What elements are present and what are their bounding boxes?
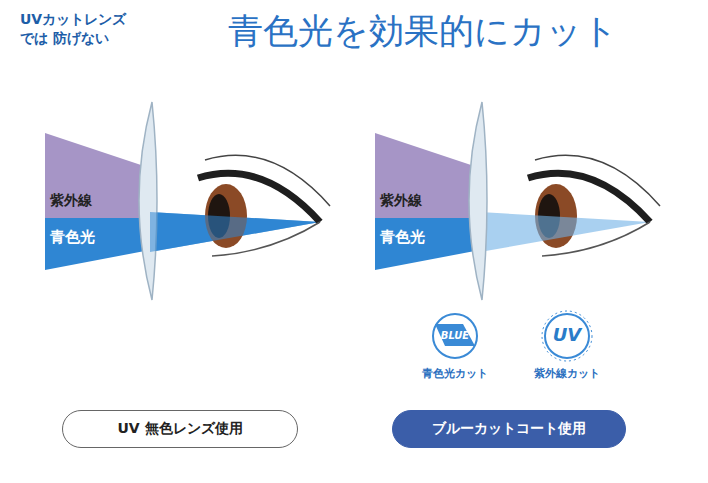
icon-caption: 青色光カット bbox=[405, 366, 505, 381]
button-text: UV 無色レンズ使用 bbox=[117, 420, 242, 438]
band-label: 青色光 bbox=[380, 228, 425, 247]
band-label: 紫外線 bbox=[380, 192, 422, 210]
note: UVカットレンズでは 防げない bbox=[20, 10, 130, 48]
band-label: 紫外線 bbox=[50, 192, 92, 210]
icon-badge: BLUE 青色光カット bbox=[405, 310, 505, 384]
title: 青色光を効果的にカット bbox=[228, 8, 618, 55]
button-text: ブルーカットコート使用 bbox=[432, 420, 586, 438]
pill-button: ブルーカットコート使用 bbox=[392, 410, 626, 448]
pill-button: UV 無色レンズ使用 bbox=[62, 410, 298, 448]
icon-text: UV bbox=[517, 324, 617, 345]
icon-text: BLUE bbox=[405, 330, 505, 341]
bluecut-lens-scene bbox=[375, 102, 660, 300]
uv-lens-scene bbox=[45, 102, 330, 300]
icon-caption: 紫外線カット bbox=[517, 366, 617, 381]
band-label: 青色光 bbox=[50, 228, 95, 247]
icon-badge: UV 紫外線カット bbox=[517, 310, 617, 384]
